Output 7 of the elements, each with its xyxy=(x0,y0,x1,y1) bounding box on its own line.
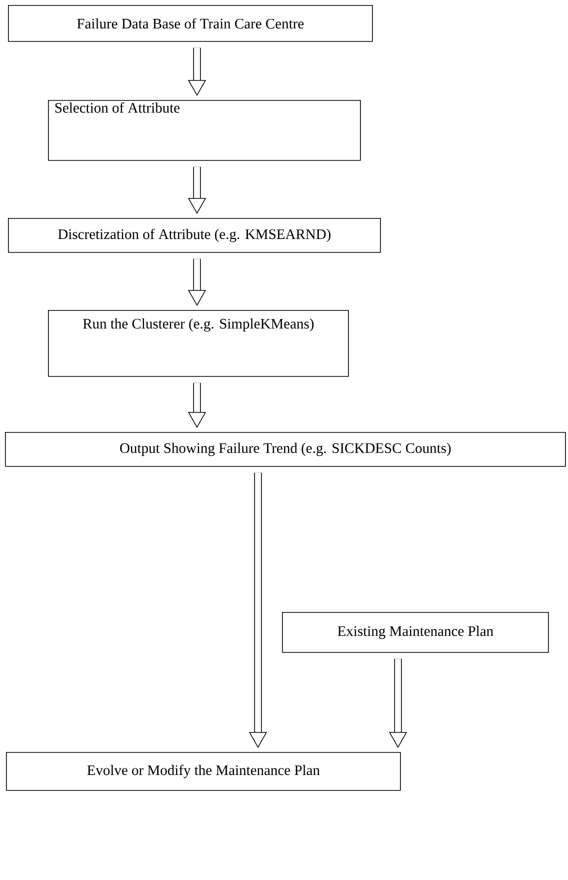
process-box: Selection of Attribute xyxy=(48,100,361,161)
process-box: Evolve or Modify the Maintenance Plan xyxy=(6,752,401,791)
process-box: Failure Data Base of Train Care Centre xyxy=(8,5,373,42)
process-box: Output Showing Failure Trend (e.g. SICKDESC Counts) xyxy=(5,432,566,467)
process-box: Discretization of Attribute (e.g. KMSEARND) xyxy=(8,218,381,253)
process-box: Run the Clusterer (e.g. SimpleKMeans) xyxy=(48,310,349,377)
process-box: Existing Maintenance Plan xyxy=(282,612,549,653)
